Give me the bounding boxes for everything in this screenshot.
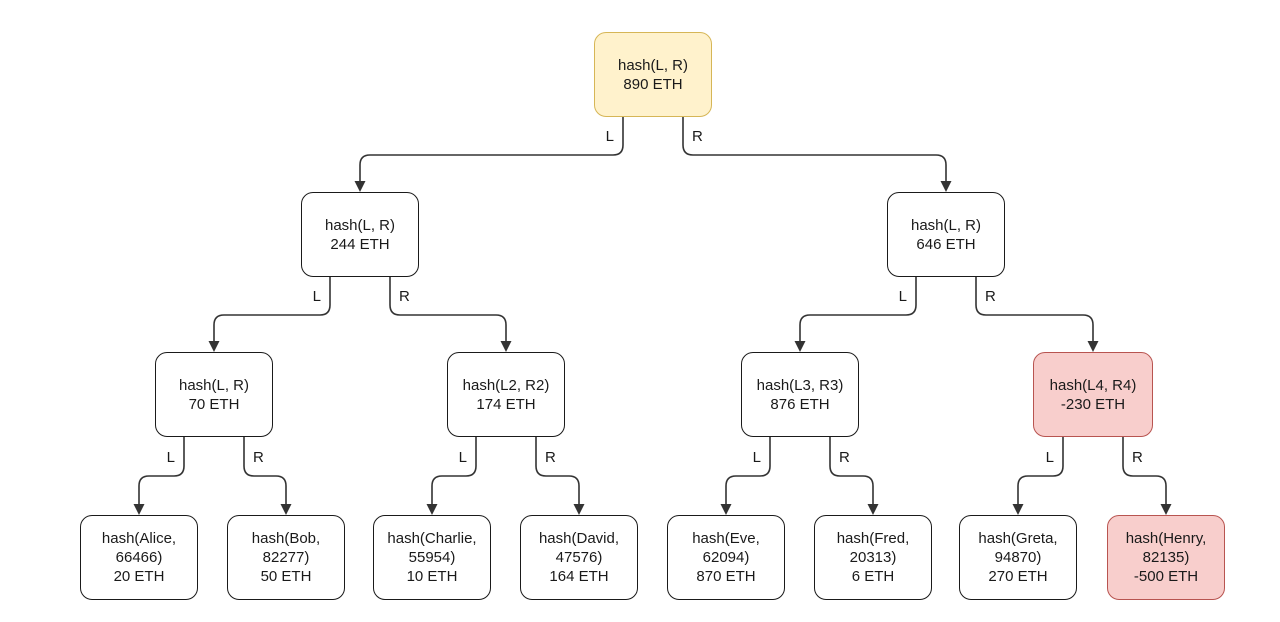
edge-n-lr-L [431, 437, 477, 506]
tree-node-leaf-eve: hash(Eve, 62094) 870 ETH [667, 515, 785, 600]
tree-node-n-r: hash(L, R)646 ETH [887, 192, 1005, 277]
node-text-line: -500 ETH [1133, 568, 1199, 585]
edge-n-ll-R [243, 437, 287, 506]
node-text-line: 10 ETH [406, 568, 458, 585]
node-text-line: 164 ETH [549, 568, 609, 585]
tree-node-leaf-charlie: hash(Charlie, 55954) 10 ETH [373, 515, 491, 600]
edge-n-l-R [389, 277, 507, 343]
edge-n-r-L [799, 277, 917, 343]
tree-node-root: hash(L, R)890 ETH [594, 32, 712, 117]
node-text-line: hash(Greta, [978, 530, 1058, 547]
node-text-line: hash(L, R) [910, 216, 982, 234]
edge-label-n-l-R: R [399, 288, 410, 305]
edge-n-l-L [213, 277, 331, 343]
node-text-line: 47576) [555, 549, 603, 566]
arrowhead-icon [1087, 341, 1099, 352]
edge-n-r-R [975, 277, 1094, 343]
node-text-line: hash(L2, R2) [462, 376, 550, 394]
node-text-line: 20313) [849, 549, 897, 566]
tree-node-n-ll: hash(L, R)70 ETH [155, 352, 273, 437]
node-text-line: 20 ETH [113, 568, 165, 585]
edge-n-ll-L [138, 437, 185, 506]
edge-label-n-rr-L: L [1046, 449, 1054, 466]
node-text-line: -230 ETH [1060, 395, 1126, 413]
edge-label-n-rl-R: R [839, 449, 850, 466]
node-text-line: 870 ETH [696, 568, 756, 585]
node-text-line: 50 ETH [260, 568, 312, 585]
edge-n-lr-R [535, 437, 580, 506]
node-text-line: 174 ETH [476, 395, 536, 413]
node-text-line: hash(L, R) [178, 376, 250, 394]
arrowhead-icon [208, 341, 220, 352]
arrowhead-icon [354, 181, 366, 192]
edge-n-rl-R [829, 437, 874, 506]
node-text-line: 94870) [994, 549, 1042, 566]
node-text-line: 876 ETH [770, 395, 830, 413]
node-text-line: 82135) [1142, 549, 1190, 566]
node-text-line: hash(Eve, [692, 530, 760, 547]
edge-label-n-l-L: L [313, 288, 321, 305]
node-text-line: 270 ETH [988, 568, 1048, 585]
node-text-line: 82277) [262, 549, 310, 566]
tree-node-leaf-henry: hash(Henry, 82135) -500 ETH [1107, 515, 1225, 600]
tree-node-n-rr: hash(L4, R4)-230 ETH [1033, 352, 1153, 437]
arrowhead-icon [133, 504, 145, 515]
edge-n-rl-L [725, 437, 771, 506]
arrowhead-icon [1160, 504, 1172, 515]
node-text-line: hash(Fred, [836, 530, 910, 547]
edge-label-n-rl-L: L [753, 449, 761, 466]
arrowhead-icon [426, 504, 438, 515]
arrowhead-icon [794, 341, 806, 352]
node-text-line: hash(Henry, [1125, 530, 1207, 547]
node-text-line: hash(L4, R4) [1049, 376, 1137, 394]
node-text-line: hash(David, [538, 530, 620, 547]
node-text-line: hash(Charlie, [387, 530, 477, 547]
edge-label-n-r-L: L [899, 288, 907, 305]
tree-node-n-rl: hash(L3, R3)876 ETH [741, 352, 859, 437]
arrowhead-icon [940, 181, 952, 192]
node-text-line: 646 ETH [916, 235, 976, 253]
edge-label-root-R: R [692, 128, 703, 145]
edge-root-R [682, 117, 947, 183]
node-text-line: 55954) [408, 549, 456, 566]
arrowhead-icon [1012, 504, 1024, 515]
node-text-line: hash(L, R) [324, 216, 396, 234]
tree-node-n-l: hash(L, R)244 ETH [301, 192, 419, 277]
node-text-line: 62094) [702, 549, 750, 566]
node-text-line: 890 ETH [623, 75, 683, 93]
arrowhead-icon [720, 504, 732, 515]
node-text-line: hash(L, R) [617, 56, 689, 74]
node-text-line: 244 ETH [330, 235, 390, 253]
edge-label-n-ll-R: R [253, 449, 264, 466]
edge-label-n-r-R: R [985, 288, 996, 305]
node-text-line: 66466) [115, 549, 163, 566]
arrowhead-icon [867, 504, 879, 515]
node-text-line: hash(L3, R3) [756, 376, 844, 394]
tree-node-n-lr: hash(L2, R2)174 ETH [447, 352, 565, 437]
tree-node-leaf-fred: hash(Fred, 20313) 6 ETH [814, 515, 932, 600]
edge-label-n-rr-R: R [1132, 449, 1143, 466]
edge-n-rr-L [1017, 437, 1064, 506]
edge-label-n-ll-L: L [167, 449, 175, 466]
tree-node-leaf-alice: hash(Alice, 66466) 20 ETH [80, 515, 198, 600]
tree-node-leaf-greta: hash(Greta, 94870) 270 ETH [959, 515, 1077, 600]
node-text-line: hash(Alice, [101, 530, 177, 547]
node-text-line: 6 ETH [851, 568, 895, 585]
arrowhead-icon [280, 504, 292, 515]
node-text-line: 70 ETH [188, 395, 240, 413]
edge-label-root-L: L [606, 128, 614, 145]
edge-root-L [359, 117, 624, 183]
arrowhead-icon [573, 504, 585, 515]
arrowhead-icon [500, 341, 512, 352]
edge-n-rr-R [1122, 437, 1167, 506]
tree-node-leaf-bob: hash(Bob, 82277) 50 ETH [227, 515, 345, 600]
edge-label-n-lr-L: L [459, 449, 467, 466]
edge-label-n-lr-R: R [545, 449, 556, 466]
node-text-line: hash(Bob, [251, 530, 321, 547]
tree-node-leaf-david: hash(David, 47576) 164 ETH [520, 515, 638, 600]
